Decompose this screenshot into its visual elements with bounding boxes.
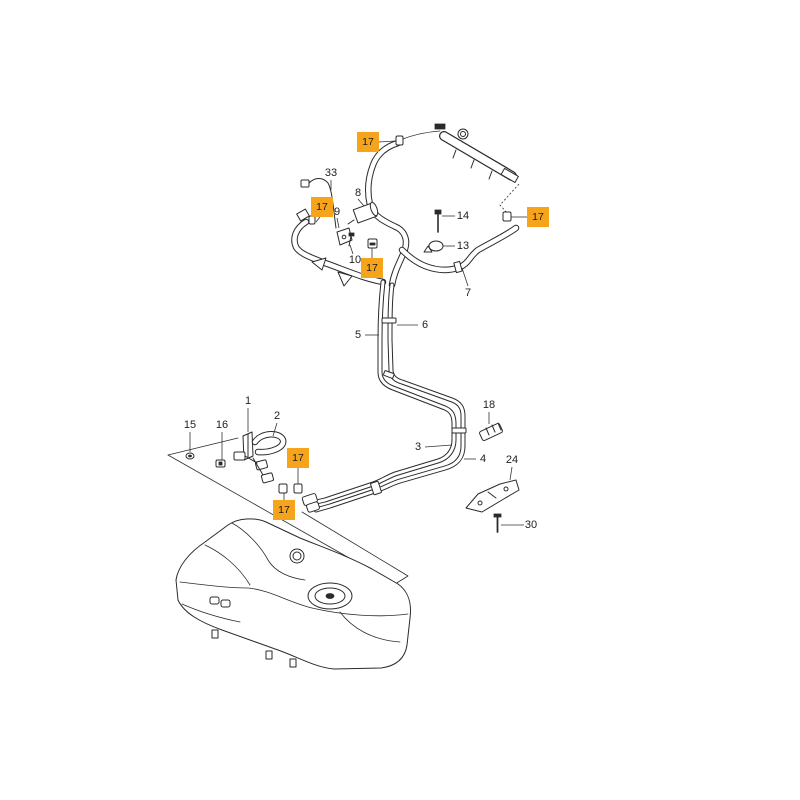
callout-2: 2 [274, 410, 280, 422]
clip-13 [423, 240, 444, 253]
tube-retainer-clips [370, 317, 467, 496]
highlight-callout-label: 17 [292, 452, 304, 464]
fuel-filter-8 [347, 201, 379, 225]
highlight-callout-17-return: 17 [527, 207, 549, 227]
fitting-16 [215, 459, 226, 468]
hose-vapor-loop [291, 208, 387, 287]
highlight-callout-label: 17 [532, 211, 544, 223]
highlight-callout-label: 17 [362, 136, 374, 148]
callout-5: 5 [355, 329, 361, 341]
fitting-clamp-mid [367, 238, 378, 249]
fuel-tube-6-4 [313, 282, 466, 513]
callout-3: 3 [415, 441, 421, 453]
pump-clamps [278, 483, 303, 494]
rail-clamp [502, 211, 512, 222]
highlight-callout-17-mid: 17 [361, 258, 383, 278]
highlight-callout-17-pump-upper: 17 [287, 448, 309, 468]
bolt-14 [434, 209, 442, 233]
callout-24: 24 [506, 454, 518, 466]
bracket-9 [336, 227, 353, 246]
callout-14: 14 [457, 210, 469, 222]
highlight-callout-label: 17 [316, 201, 328, 213]
callout-15: 15 [184, 419, 196, 431]
hose-bracket-7 [453, 260, 463, 274]
callout-1: 1 [245, 395, 251, 407]
callout-7: 7 [465, 287, 471, 299]
fuel-pump-module-1 [233, 431, 274, 484]
highlight-callout-17-rail: 17 [357, 132, 379, 152]
highlighted-callouts: 17 17 17 17 17 17 [273, 132, 549, 520]
callout-8: 8 [355, 187, 361, 199]
callout-18: 18 [483, 399, 495, 411]
callout-6: 6 [422, 319, 428, 331]
hose-support-bracket-lower [337, 271, 353, 287]
bolt-30 [493, 513, 502, 533]
callout-9: 9 [334, 206, 340, 218]
callout-30: 30 [525, 519, 537, 531]
hose-return-7 [398, 224, 520, 274]
part-callouts: 33 8 9 14 13 10 7 6 5 18 1 2 15 16 3 4 2… [184, 167, 537, 531]
bracket-24 [465, 479, 520, 513]
connector-18 [479, 422, 503, 442]
callout-10: 10 [349, 254, 361, 266]
sensor-connector [300, 179, 310, 188]
tank-mounting-lugs [211, 629, 297, 668]
rail-feed-line [399, 130, 441, 141]
vapor-connector [296, 208, 310, 222]
fuel-tank [175, 518, 411, 670]
highlight-callout-17-vapor: 17 [311, 197, 333, 217]
vapor-clamp [308, 215, 316, 225]
tube-end-connector [301, 493, 320, 513]
bolt-10 [348, 232, 355, 247]
rail-injector [452, 149, 493, 180]
sensor-wire-33 [300, 178, 337, 229]
hose-clamp-top [395, 135, 404, 146]
rail-connector [434, 123, 446, 130]
highlight-callout-17-pump-lower: 17 [273, 500, 295, 520]
highlight-callout-label: 17 [278, 504, 290, 516]
fuel-tube-5-3 [309, 279, 457, 506]
callout-16: 16 [216, 419, 228, 431]
highlight-callout-label: 17 [366, 262, 378, 274]
hose-support-bracket [311, 257, 327, 271]
callout-13: 13 [457, 240, 469, 252]
callout-33: 33 [325, 167, 337, 179]
pump-hose-loop-2 [251, 431, 287, 456]
seal-15 [185, 452, 195, 460]
fuel-rail [399, 123, 520, 222]
callout-4: 4 [480, 453, 486, 465]
tank-outline [175, 518, 411, 670]
rail-return-line [499, 183, 520, 214]
rail-end-fitting [500, 167, 519, 183]
callout-leaders [189, 140, 527, 526]
tank-outlet-tubes [209, 596, 231, 608]
